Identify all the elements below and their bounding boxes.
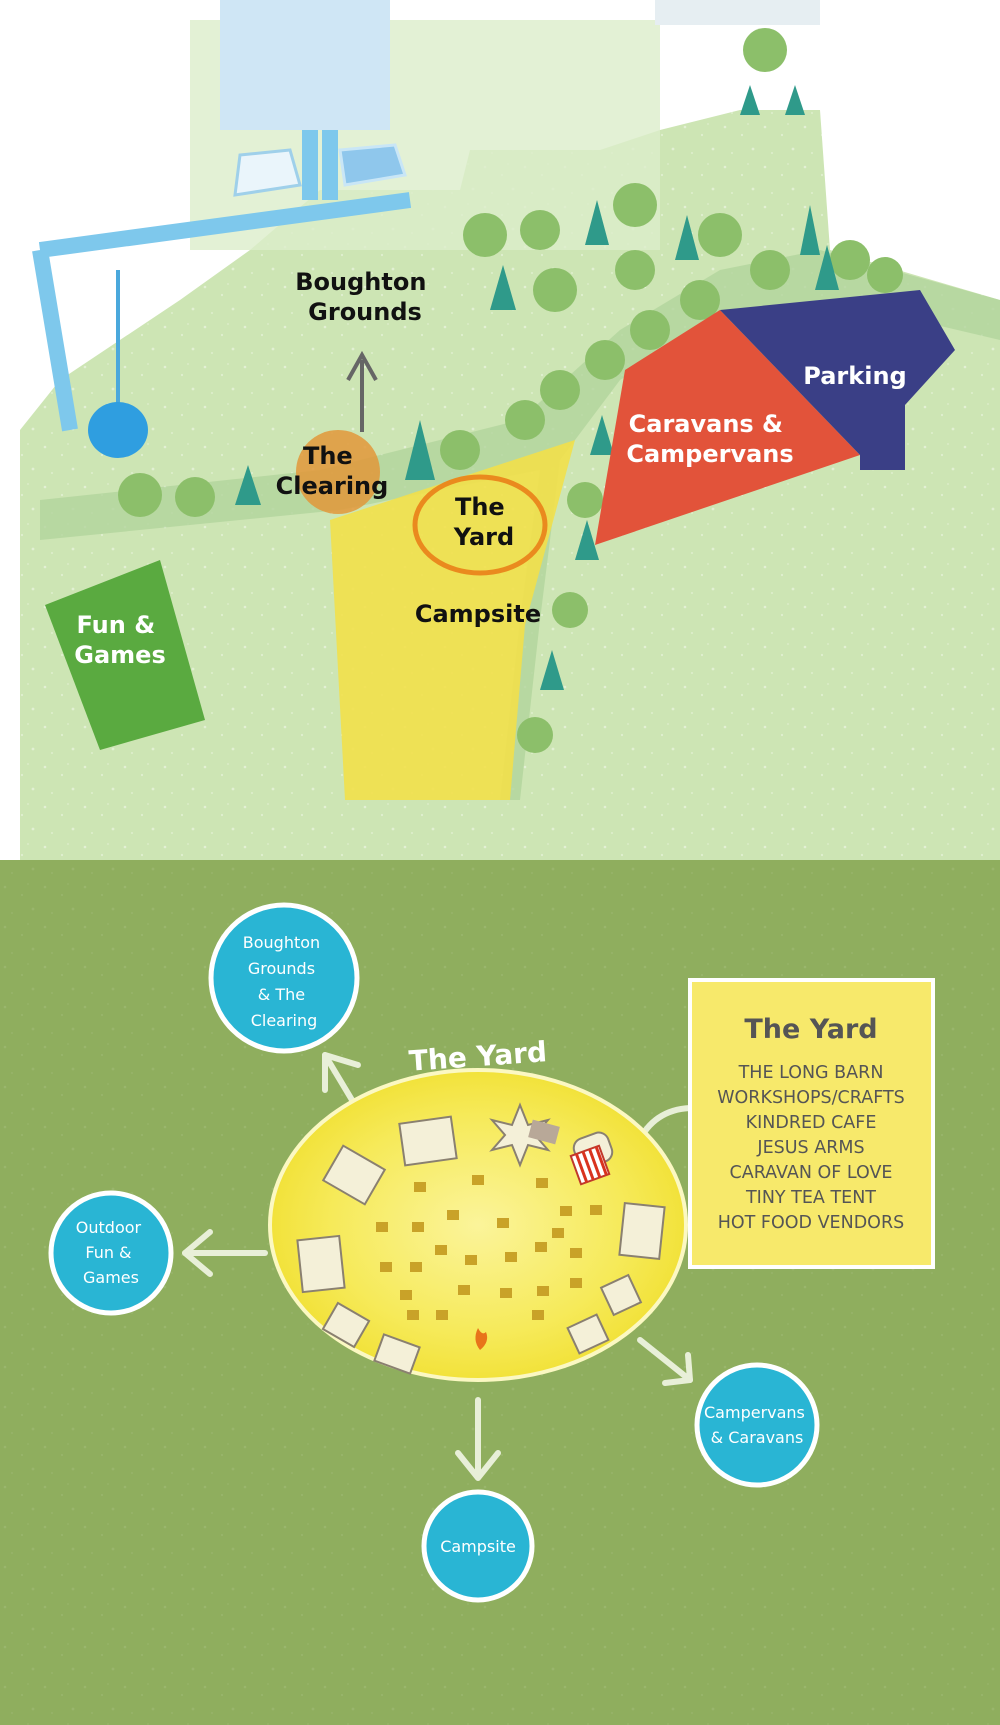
pool-roofs	[233, 143, 407, 197]
boughton-line4: Clearing	[251, 1011, 318, 1030]
campervans-circle	[694, 1362, 820, 1488]
water-canal	[32, 130, 412, 432]
the-clearing-label[interactable]: The Clearing	[276, 442, 389, 500]
fun-games-label[interactable]: Fun & Games	[74, 611, 165, 669]
boughton-circle	[208, 902, 360, 1054]
caravans-area[interactable]	[595, 310, 860, 545]
info-item: WORKSHOPS/CRAFTS	[717, 1088, 905, 1108]
outdoor-destination-label: Outdoor Fun & Games	[76, 1218, 146, 1287]
boughton-grounds-label[interactable]: Boughton Grounds	[295, 268, 435, 326]
trees	[118, 28, 903, 753]
info-box-background	[688, 978, 935, 1269]
outdoor-circle	[48, 1190, 174, 1316]
the-yard-label[interactable]: The Yard	[453, 493, 514, 551]
star-tent-icon	[489, 1102, 551, 1168]
top-map: Boughton Grounds The Clearing The Yard C…	[0, 0, 1000, 860]
parking-label[interactable]: Parking	[803, 362, 906, 390]
striped-tent-icon	[569, 1144, 611, 1186]
campfire-icon	[475, 1328, 488, 1350]
boughton-line1: Boughton	[243, 933, 320, 952]
info-item: CARAVAN OF LOVE	[730, 1163, 893, 1183]
boughton-arrow	[346, 350, 378, 432]
destination-campsite[interactable]: Campsite	[421, 1489, 535, 1603]
the-clearing-line1: The	[303, 442, 353, 470]
arrow-to-campervans	[637, 1337, 693, 1386]
boughton-grounds-line2: Grounds	[308, 298, 422, 326]
fun-games-line2: Games	[74, 641, 165, 669]
boughton-destination-label: Boughton Grounds & The Clearing	[243, 933, 326, 1030]
outdoor-line3: Games	[83, 1268, 139, 1287]
yard-tents	[296, 1102, 666, 1375]
the-yard-line2: Yard	[453, 523, 514, 551]
campsite-circle	[421, 1489, 535, 1603]
boughton-grounds-line1: Boughton	[295, 268, 426, 296]
outdoor-line2: Fun &	[85, 1243, 131, 1262]
destination-boughton[interactable]: Boughton Grounds & The Clearing	[208, 902, 360, 1054]
caravans-line2: Campervans	[626, 440, 793, 468]
arrow-to-outdoor	[182, 1229, 268, 1277]
boughton-line2: Grounds	[248, 959, 315, 978]
outdoor-line1: Outdoor	[76, 1218, 142, 1237]
info-item: KINDRED CAFE	[746, 1113, 877, 1133]
parking-area[interactable]	[720, 290, 955, 470]
top-right-building	[655, 0, 820, 25]
campervans-destination-label: Campervans & Caravans	[704, 1403, 810, 1447]
arrow-to-campsite	[455, 1397, 501, 1481]
campervans-line1: Campervans	[704, 1403, 805, 1422]
info-item: JESUS ARMS	[756, 1138, 864, 1158]
clearing-marker[interactable]	[296, 430, 380, 514]
campervans-line2: & Caravans	[711, 1428, 804, 1447]
caravans-label[interactable]: Caravans & Campervans	[626, 410, 793, 468]
pond	[88, 402, 148, 458]
info-item: TINY TEA TENT	[745, 1188, 876, 1208]
the-yard-line1: The	[455, 493, 505, 521]
caravans-line1: Caravans &	[629, 410, 783, 438]
info-item: THE LONG BARN	[738, 1063, 884, 1083]
boughton-line3: & The	[258, 985, 305, 1004]
campsite-label[interactable]: Campsite	[415, 600, 541, 628]
yard-info-box: The Yard THE LONG BARN WORKSHOPS/CRAFTS …	[688, 978, 935, 1269]
bottom-diagram: The Yard Boughton Grounds & The Clearing…	[0, 860, 1000, 1725]
info-item: HOT FOOD VENDORS	[718, 1213, 904, 1233]
campsite-destination-label: Campsite	[440, 1537, 516, 1556]
fun-games-area[interactable]	[45, 560, 205, 750]
the-clearing-line2: Clearing	[276, 472, 389, 500]
upper-building	[220, 0, 390, 130]
yard-tables	[376, 1175, 602, 1320]
destination-outdoor[interactable]: Outdoor Fun & Games	[48, 1190, 174, 1316]
info-box-title: The Yard	[744, 1014, 877, 1045]
campsite-area[interactable]	[330, 440, 575, 800]
destination-campervans[interactable]: Campervans & Caravans	[694, 1362, 820, 1488]
yard-ring[interactable]	[412, 474, 548, 576]
fun-games-line1: Fun &	[76, 611, 155, 639]
